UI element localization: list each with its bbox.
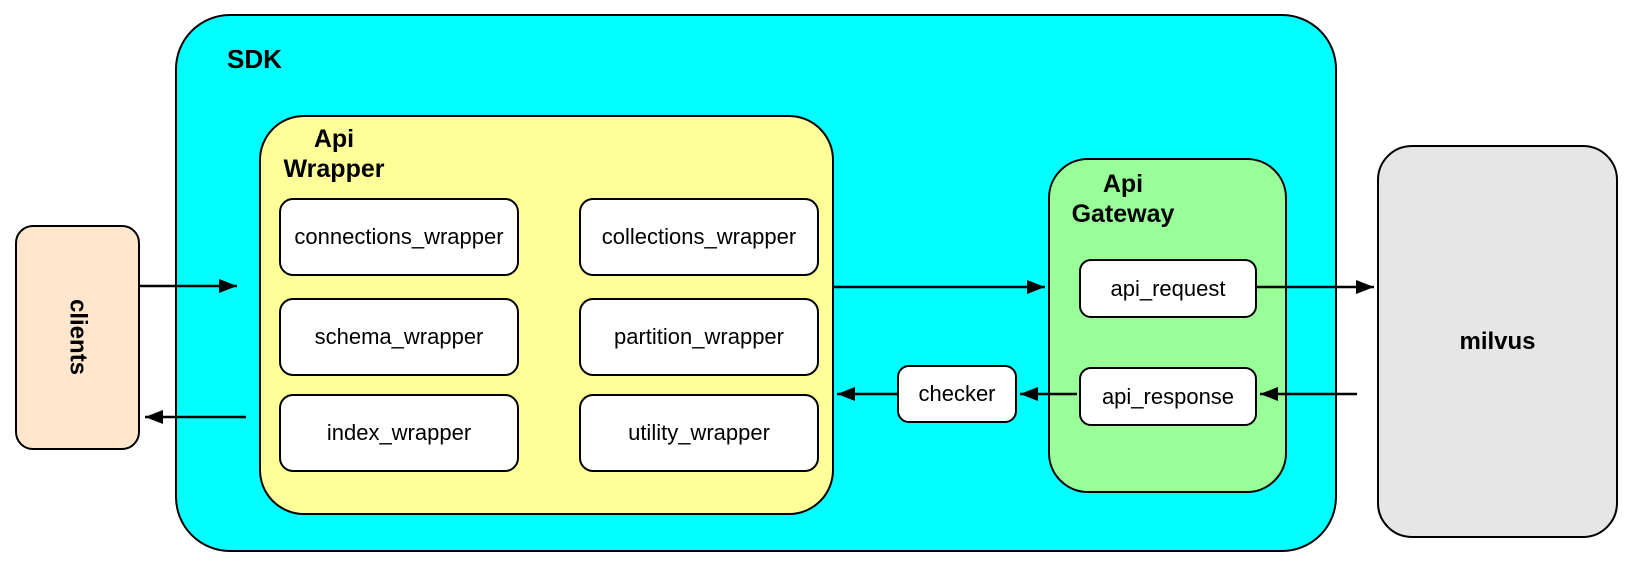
checker-label: checker [918,381,996,406]
api-request-label: api_request [1110,275,1226,301]
api-wrapper-label: Api Wrapper [283,125,385,183]
clients-box: clients [15,225,140,450]
milvus-box: milvus [1377,145,1618,538]
api-request-box: api_request [1079,259,1257,318]
checker-box: checker [897,365,1017,423]
api-gateway-container: Api Gateway api_request api_response [1048,158,1287,493]
api-wrapper-container: Api Wrapper connections_wrapper collecti… [259,115,834,515]
utility-wrapper-box: utility_wrapper [579,394,819,472]
partition-wrapper-box: partition_wrapper [579,298,819,376]
sdk-label: SDK [227,44,282,74]
api-gateway-label: Api Gateway [1071,170,1175,228]
utility-wrapper-label: utility_wrapper [628,420,770,445]
clients-label: clients [64,299,92,376]
collections-wrapper-box: collections_wrapper [579,198,819,276]
connections-wrapper-box: connections_wrapper [279,198,519,276]
api-response-box: api_response [1079,367,1257,426]
milvus-label: milvus [1459,327,1536,355]
index-wrapper-box: index_wrapper [279,394,519,472]
collections-wrapper-label: collections_wrapper [601,224,797,249]
connections-wrapper-label: connections_wrapper [294,224,504,249]
schema-wrapper-label: schema_wrapper [314,324,484,349]
index-wrapper-label: index_wrapper [326,420,472,445]
api-response-label: api_response [1101,383,1235,409]
schema-wrapper-box: schema_wrapper [279,298,519,376]
partition-wrapper-label: partition_wrapper [614,324,784,349]
